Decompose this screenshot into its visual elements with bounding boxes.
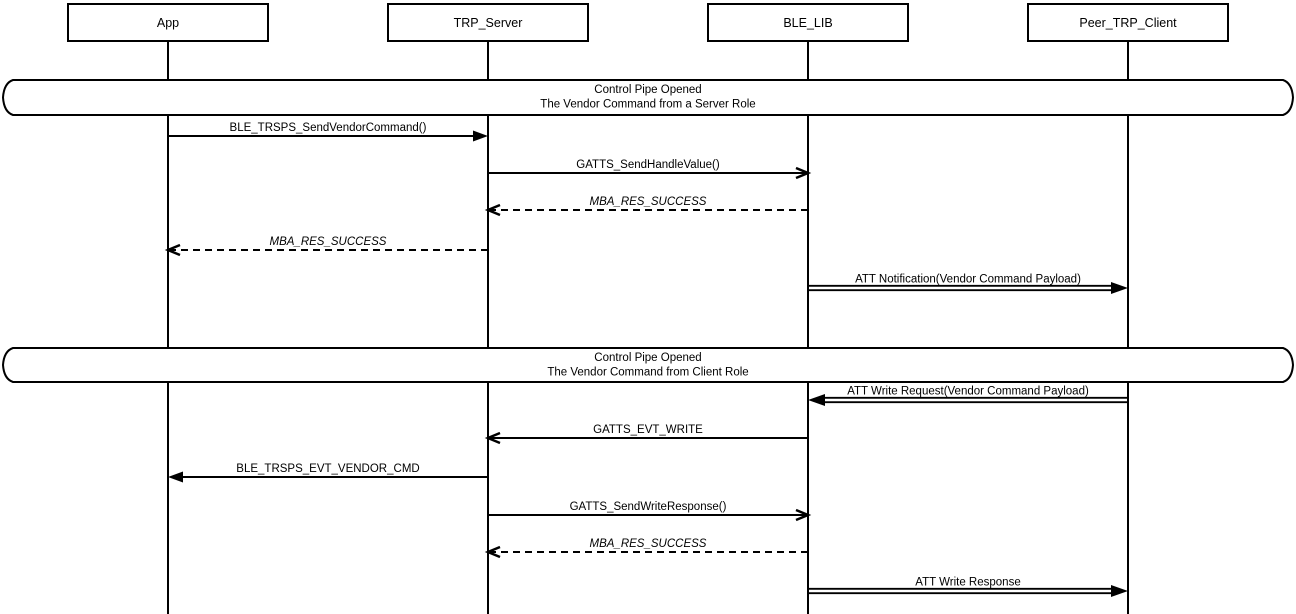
actor-label: BLE_LIB (783, 16, 832, 30)
actor-box (387, 3, 589, 42)
arrowhead-open (484, 203, 501, 217)
arrowhead-filled (1111, 282, 1128, 294)
message-label: ATT Notification(Vendor Command Payload) (855, 274, 1081, 286)
message-label: MBA_RES_SUCCESS (270, 236, 387, 248)
frame-shape (1, 347, 1295, 383)
actor-box (707, 3, 909, 42)
arrowhead-open (795, 166, 812, 180)
arrowhead-filled (473, 130, 488, 142)
message-label: GATTS_SendHandleValue() (576, 159, 720, 171)
actor-peer-trp-client: Peer_TRP_Client (1027, 3, 1229, 42)
message-4-mba-res-success: MBA_RES_SUCCESS (164, 236, 488, 257)
arrowhead-filled (168, 471, 183, 483)
message-label: GATTS_EVT_WRITE (593, 424, 703, 436)
actor-box (67, 3, 269, 42)
actor-label: TRP_Server (454, 16, 523, 30)
actor-ble-lib: BLE_LIB (707, 3, 909, 42)
frame-title-line-1: Control Pipe Opened (594, 84, 701, 96)
message-label: BLE_TRSPS_SendVendorCommand() (230, 122, 427, 134)
actor-box (1027, 3, 1229, 42)
arrowhead-open (484, 431, 501, 445)
frame-title-line-2: The Vendor Command from a Server Role (540, 99, 755, 111)
frame-title-line-2: The Vendor Command from Client Role (547, 367, 748, 379)
actor-label: Peer_TRP_Client (1079, 16, 1177, 30)
actor-app: App (67, 3, 269, 42)
frame-title-line-1: Control Pipe Opened (594, 352, 701, 364)
message-2-gatts-sendhandlevalue: GATTS_SendHandleValue() (488, 159, 812, 180)
message-5-att-notification-vendor-command-payload: ATT Notification(Vendor Command Payload) (808, 274, 1128, 294)
message-label: ATT Write Request(Vendor Command Payload… (847, 386, 1089, 398)
message-7-gatts-evt-write: GATTS_EVT_WRITE (484, 424, 808, 445)
message-label: ATT Write Response (915, 577, 1020, 589)
arrowhead-open (795, 508, 812, 522)
message-10-mba-res-success: MBA_RES_SUCCESS (484, 538, 808, 559)
arrowhead-open (164, 243, 181, 257)
message-label: BLE_TRSPS_EVT_VENDOR_CMD (236, 463, 419, 475)
message-label: MBA_RES_SUCCESS (590, 196, 707, 208)
arrowhead-open (484, 545, 501, 559)
message-9-gatts-sendwriteresponse: GATTS_SendWriteResponse() (488, 501, 812, 522)
message-1-ble-trsps-sendvendorcommand: BLE_TRSPS_SendVendorCommand() (168, 122, 488, 142)
arrowhead-filled (808, 394, 825, 406)
actor-trp-server: TRP_Server (387, 3, 589, 42)
actor-label: App (157, 16, 179, 30)
frame-shape (1, 79, 1295, 116)
message-8-ble-trsps-evt-vendor-cmd: BLE_TRSPS_EVT_VENDOR_CMD (168, 463, 488, 483)
message-3-mba-res-success: MBA_RES_SUCCESS (484, 196, 808, 217)
message-6-att-write-request-vendor-command-payload: ATT Write Request(Vendor Command Payload… (808, 386, 1128, 406)
arrowhead-filled (1111, 585, 1128, 597)
message-label: GATTS_SendWriteResponse() (570, 501, 727, 513)
message-11-att-write-response: ATT Write Response (808, 577, 1128, 597)
message-label: MBA_RES_SUCCESS (590, 538, 707, 550)
